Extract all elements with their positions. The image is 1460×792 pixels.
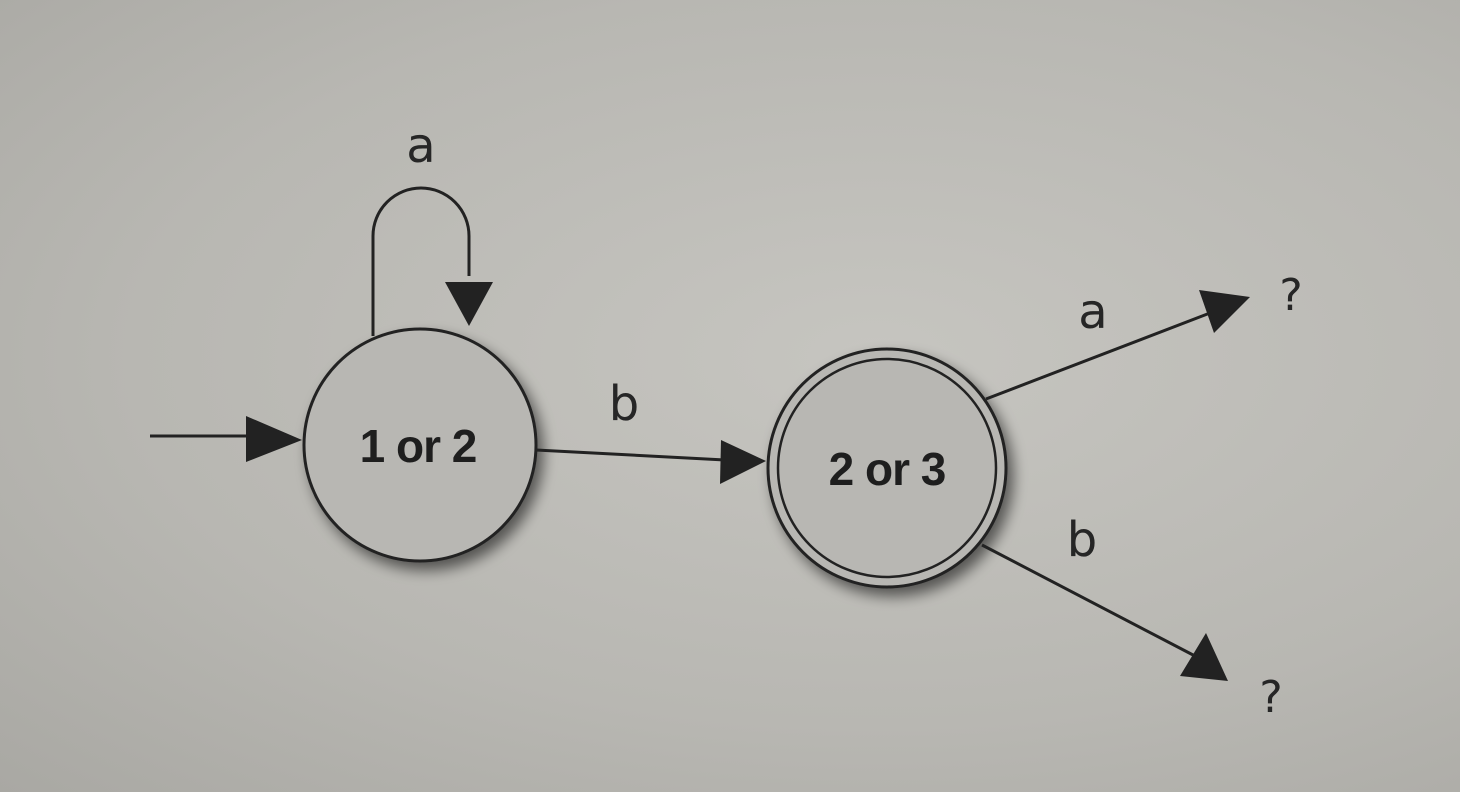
transition-b-out (981, 543, 1228, 681)
self-loop-label: a (406, 118, 435, 174)
state-2-or-3-label: 2 or 3 (829, 443, 946, 495)
unknown-target-b: ? (1259, 672, 1282, 723)
state-1-or-2-label: 1 or 2 (360, 420, 477, 472)
state-2-or-3: 2 or 3 (766, 347, 1008, 589)
unknown-target-a: ? (1279, 270, 1302, 321)
transition-a-out (985, 290, 1250, 401)
state-1-or-2: 1 or 2 (302, 327, 538, 563)
self-loop-a (371, 186, 493, 336)
initial-arrow (150, 416, 302, 462)
transition-b-label: b (609, 376, 639, 432)
transition-b (535, 440, 766, 484)
transition-b-out-label: b (1067, 512, 1097, 568)
transition-a-out-label: a (1078, 284, 1107, 340)
